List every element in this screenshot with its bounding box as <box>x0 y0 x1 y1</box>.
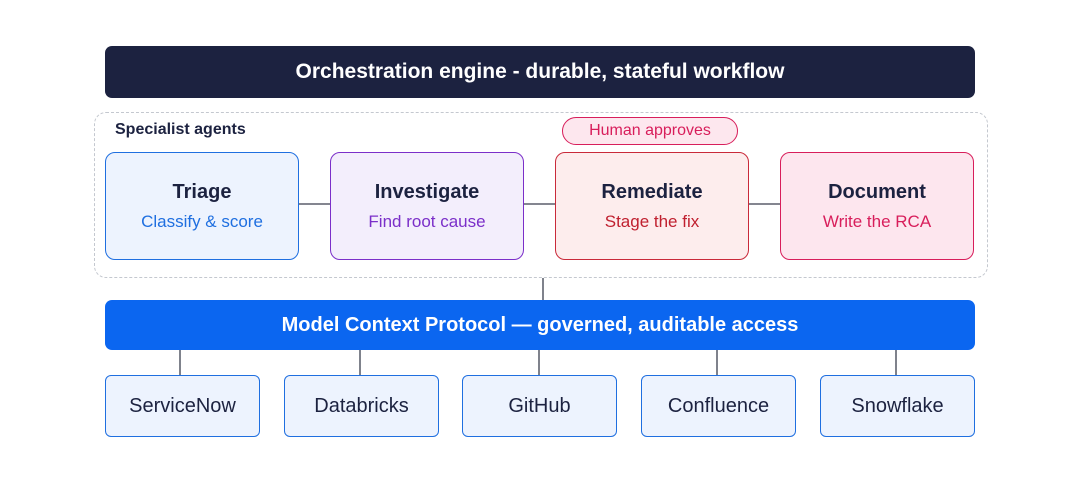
agent-card-investigate: Investigate Find root cause <box>330 152 524 260</box>
orchestration-engine-bar: Orchestration engine - durable, stateful… <box>105 46 975 98</box>
human-approves-label: Human approves <box>589 122 711 139</box>
agent-subtitle: Stage the fix <box>604 212 700 231</box>
tool-servicenow: ServiceNow <box>105 375 260 437</box>
tool-github: GitHub <box>462 375 617 437</box>
agent-subtitle: Classify & score <box>141 212 263 231</box>
agent-title: Remediate <box>601 181 703 203</box>
agent-card-document: Document Write the RCA <box>780 152 974 260</box>
tool-databricks: Databricks <box>284 375 439 437</box>
tool-snowflake: Snowflake <box>820 375 975 437</box>
human-approves-badge: Human approves <box>562 117 738 145</box>
mcp-bar: Model Context Protocol — governed, audit… <box>105 300 975 350</box>
agent-card-remediate: Remediate Stage the fix <box>555 152 749 260</box>
agent-title: Investigate <box>374 181 480 203</box>
specialist-agents-group <box>94 112 988 278</box>
agent-card-triage: Triage Classify & score <box>105 152 299 260</box>
agent-subtitle: Write the RCA <box>822 212 932 231</box>
tool-confluence: Confluence <box>641 375 796 437</box>
agent-subtitle: Find root cause <box>368 212 486 231</box>
agent-title: Document <box>828 181 926 203</box>
specialist-agents-label: Specialist agents <box>115 121 246 138</box>
agent-title: Triage <box>172 181 232 203</box>
orchestration-engine-label: Orchestration engine - durable, stateful… <box>295 60 785 83</box>
mcp-label: Model Context Protocol — governed, audit… <box>281 313 799 336</box>
